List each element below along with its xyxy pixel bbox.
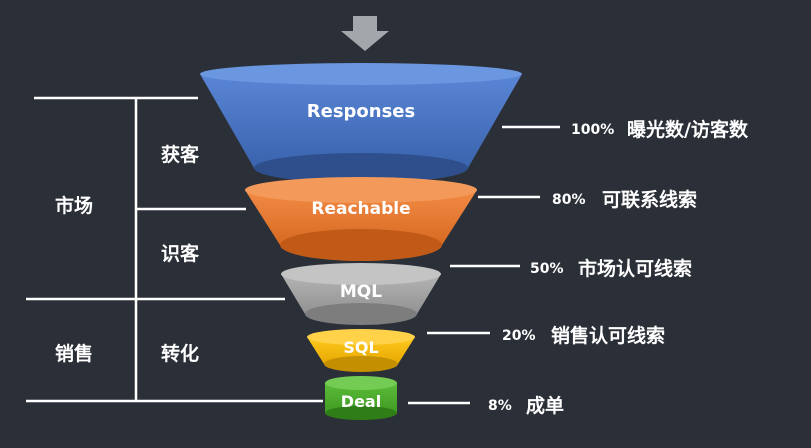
- section-convert-label: 转化: [161, 342, 199, 365]
- funnel-stage-mql: MQL: [281, 263, 441, 325]
- stage-mql-percent: 50%: [530, 261, 564, 277]
- stage-sql-description: 销售认可线索: [551, 324, 665, 347]
- section-acquire-label: 获客: [161, 143, 200, 166]
- funnel-stage-sql: SQL: [307, 329, 415, 372]
- stage-annotations: 100% 曝光数/访客数 80% 可联系线索 50% 市场认可线索 20% 销售…: [488, 118, 749, 417]
- stage-mql-description: 市场认可线索: [578, 257, 692, 280]
- stage-sql-label: SQL: [343, 338, 378, 357]
- stage-reachable-description: 可联系线索: [602, 188, 697, 211]
- callout-lines: [408, 125, 560, 405]
- down-arrow-icon: [341, 16, 389, 51]
- stage-reachable-label: Reachable: [311, 199, 410, 219]
- stage-responses-description: 曝光数/访客数: [627, 118, 749, 141]
- section-bracket: [26, 96, 323, 403]
- stage-deal-percent: 8%: [488, 398, 512, 414]
- funnel-stage-deal: Deal: [325, 376, 397, 420]
- stage-deal-description: 成单: [526, 394, 564, 417]
- funnel-stage-responses: Responses: [200, 63, 522, 183]
- stage-deal-label: Deal: [341, 392, 381, 411]
- funnel-stage-reachable: Reachable: [245, 177, 477, 261]
- stage-reachable-percent: 80%: [552, 192, 586, 208]
- stage-responses-percent: 100%: [571, 122, 614, 138]
- stage-responses-label: Responses: [307, 101, 415, 122]
- stage-mql-label: MQL: [340, 282, 382, 302]
- section-sales-label: 销售: [55, 342, 93, 365]
- section-identify-label: 识客: [161, 242, 200, 265]
- section-market-label: 市场: [55, 194, 93, 217]
- stage-sql-percent: 20%: [502, 328, 536, 344]
